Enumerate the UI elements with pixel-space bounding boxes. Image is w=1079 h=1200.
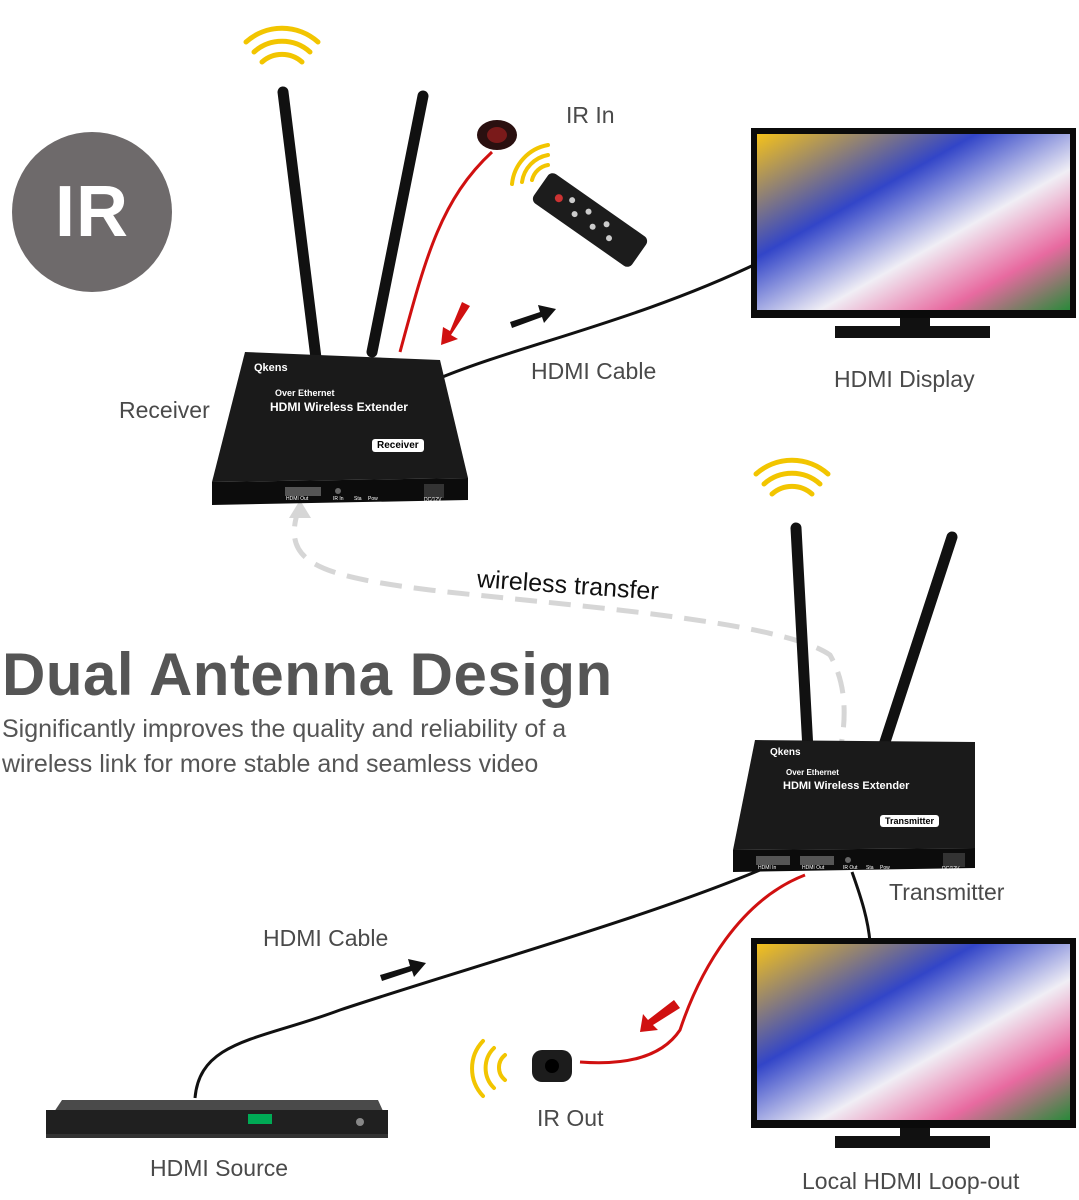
- transmitter-line2: HDMI Wireless Extender: [783, 780, 910, 792]
- ir-out-red-arrow: [640, 1000, 680, 1032]
- receiver-line1: Over Ethernet: [275, 388, 335, 398]
- wifi-signal-receiver: [243, 25, 321, 65]
- receiver-badge: Receiver: [372, 439, 424, 452]
- wireless-arrowhead: [289, 500, 311, 518]
- ir-out-signal: [470, 1039, 507, 1098]
- hdmi-cable-top: [439, 260, 761, 380]
- transmitter-antenna-right: [878, 531, 958, 751]
- transmitter-antenna-left: [790, 522, 814, 756]
- transmitter-port-pow: Pow: [880, 865, 890, 871]
- ir-out-cable: [579, 873, 806, 1065]
- wifi-signal-transmitter: [753, 457, 831, 497]
- label-hdmi-cable-top: HDMI Cable: [531, 358, 657, 384]
- remote-signal: [510, 143, 550, 186]
- ir-in-cable: [398, 150, 494, 353]
- transmitter-box: [733, 740, 975, 872]
- hdmi-direction-arrow-top: [510, 305, 556, 328]
- transmitter-brand: Qkens: [770, 747, 801, 758]
- label-local-loop-out: Local HDMI Loop-out: [802, 1168, 1020, 1194]
- receiver-port-hdmi-out: HDMI Out: [286, 496, 309, 502]
- receiver-port-sta: Sta: [354, 496, 362, 502]
- headline: Dual Antenna Design: [2, 641, 613, 708]
- receiver-port-pow: Pow: [368, 496, 378, 502]
- receiver-port-dc: DC/12V: [424, 497, 442, 503]
- label-hdmi-cable-bottom: HDMI Cable: [263, 925, 389, 951]
- transmitter-port-sta: Sta: [866, 865, 874, 871]
- receiver-antenna-right: [366, 90, 429, 358]
- transmitter-port-dc: DC/12V: [942, 866, 960, 872]
- wireless-path: [291, 504, 847, 761]
- hdmi-source-player: [46, 1100, 388, 1138]
- loop-out-cable: [850, 871, 872, 943]
- ir-badge: IR: [12, 132, 172, 292]
- label-hdmi-source: HDMI Source: [150, 1155, 289, 1181]
- transmitter-badge: Transmitter: [880, 815, 940, 827]
- transmitter-port-hdmi-in: HDMI In: [758, 865, 777, 871]
- tv-display-top: [751, 128, 1076, 338]
- transmitter-line1: Over Ethernet: [786, 768, 839, 777]
- label-ir-in: IR In: [566, 102, 615, 128]
- subtext: Significantly improves the quality and r…: [2, 715, 567, 778]
- label-transmitter: Transmitter: [889, 879, 1005, 905]
- hdmi-cable-bottom: [193, 868, 761, 1099]
- receiver-box: [212, 352, 468, 505]
- receiver-brand: Qkens: [254, 362, 288, 374]
- transmitter-port-hdmi-out: HDMI Out: [802, 865, 825, 871]
- hdmi-direction-arrow-bottom: [380, 959, 426, 981]
- label-receiver: Receiver: [119, 397, 210, 423]
- receiver-port-ir-in: IR In: [333, 496, 344, 502]
- transmitter-port-ir-out: IR Out: [843, 865, 858, 871]
- receiver-antenna-left: [277, 86, 322, 364]
- receiver-line2: HDMI Wireless Extender: [270, 400, 408, 414]
- tv-display-bottom: [751, 938, 1076, 1148]
- label-ir-out: IR Out: [537, 1105, 604, 1131]
- label-hdmi-display: HDMI Display: [834, 366, 975, 392]
- remote-control: [532, 173, 648, 267]
- ir-in-red-arrow: [441, 302, 470, 345]
